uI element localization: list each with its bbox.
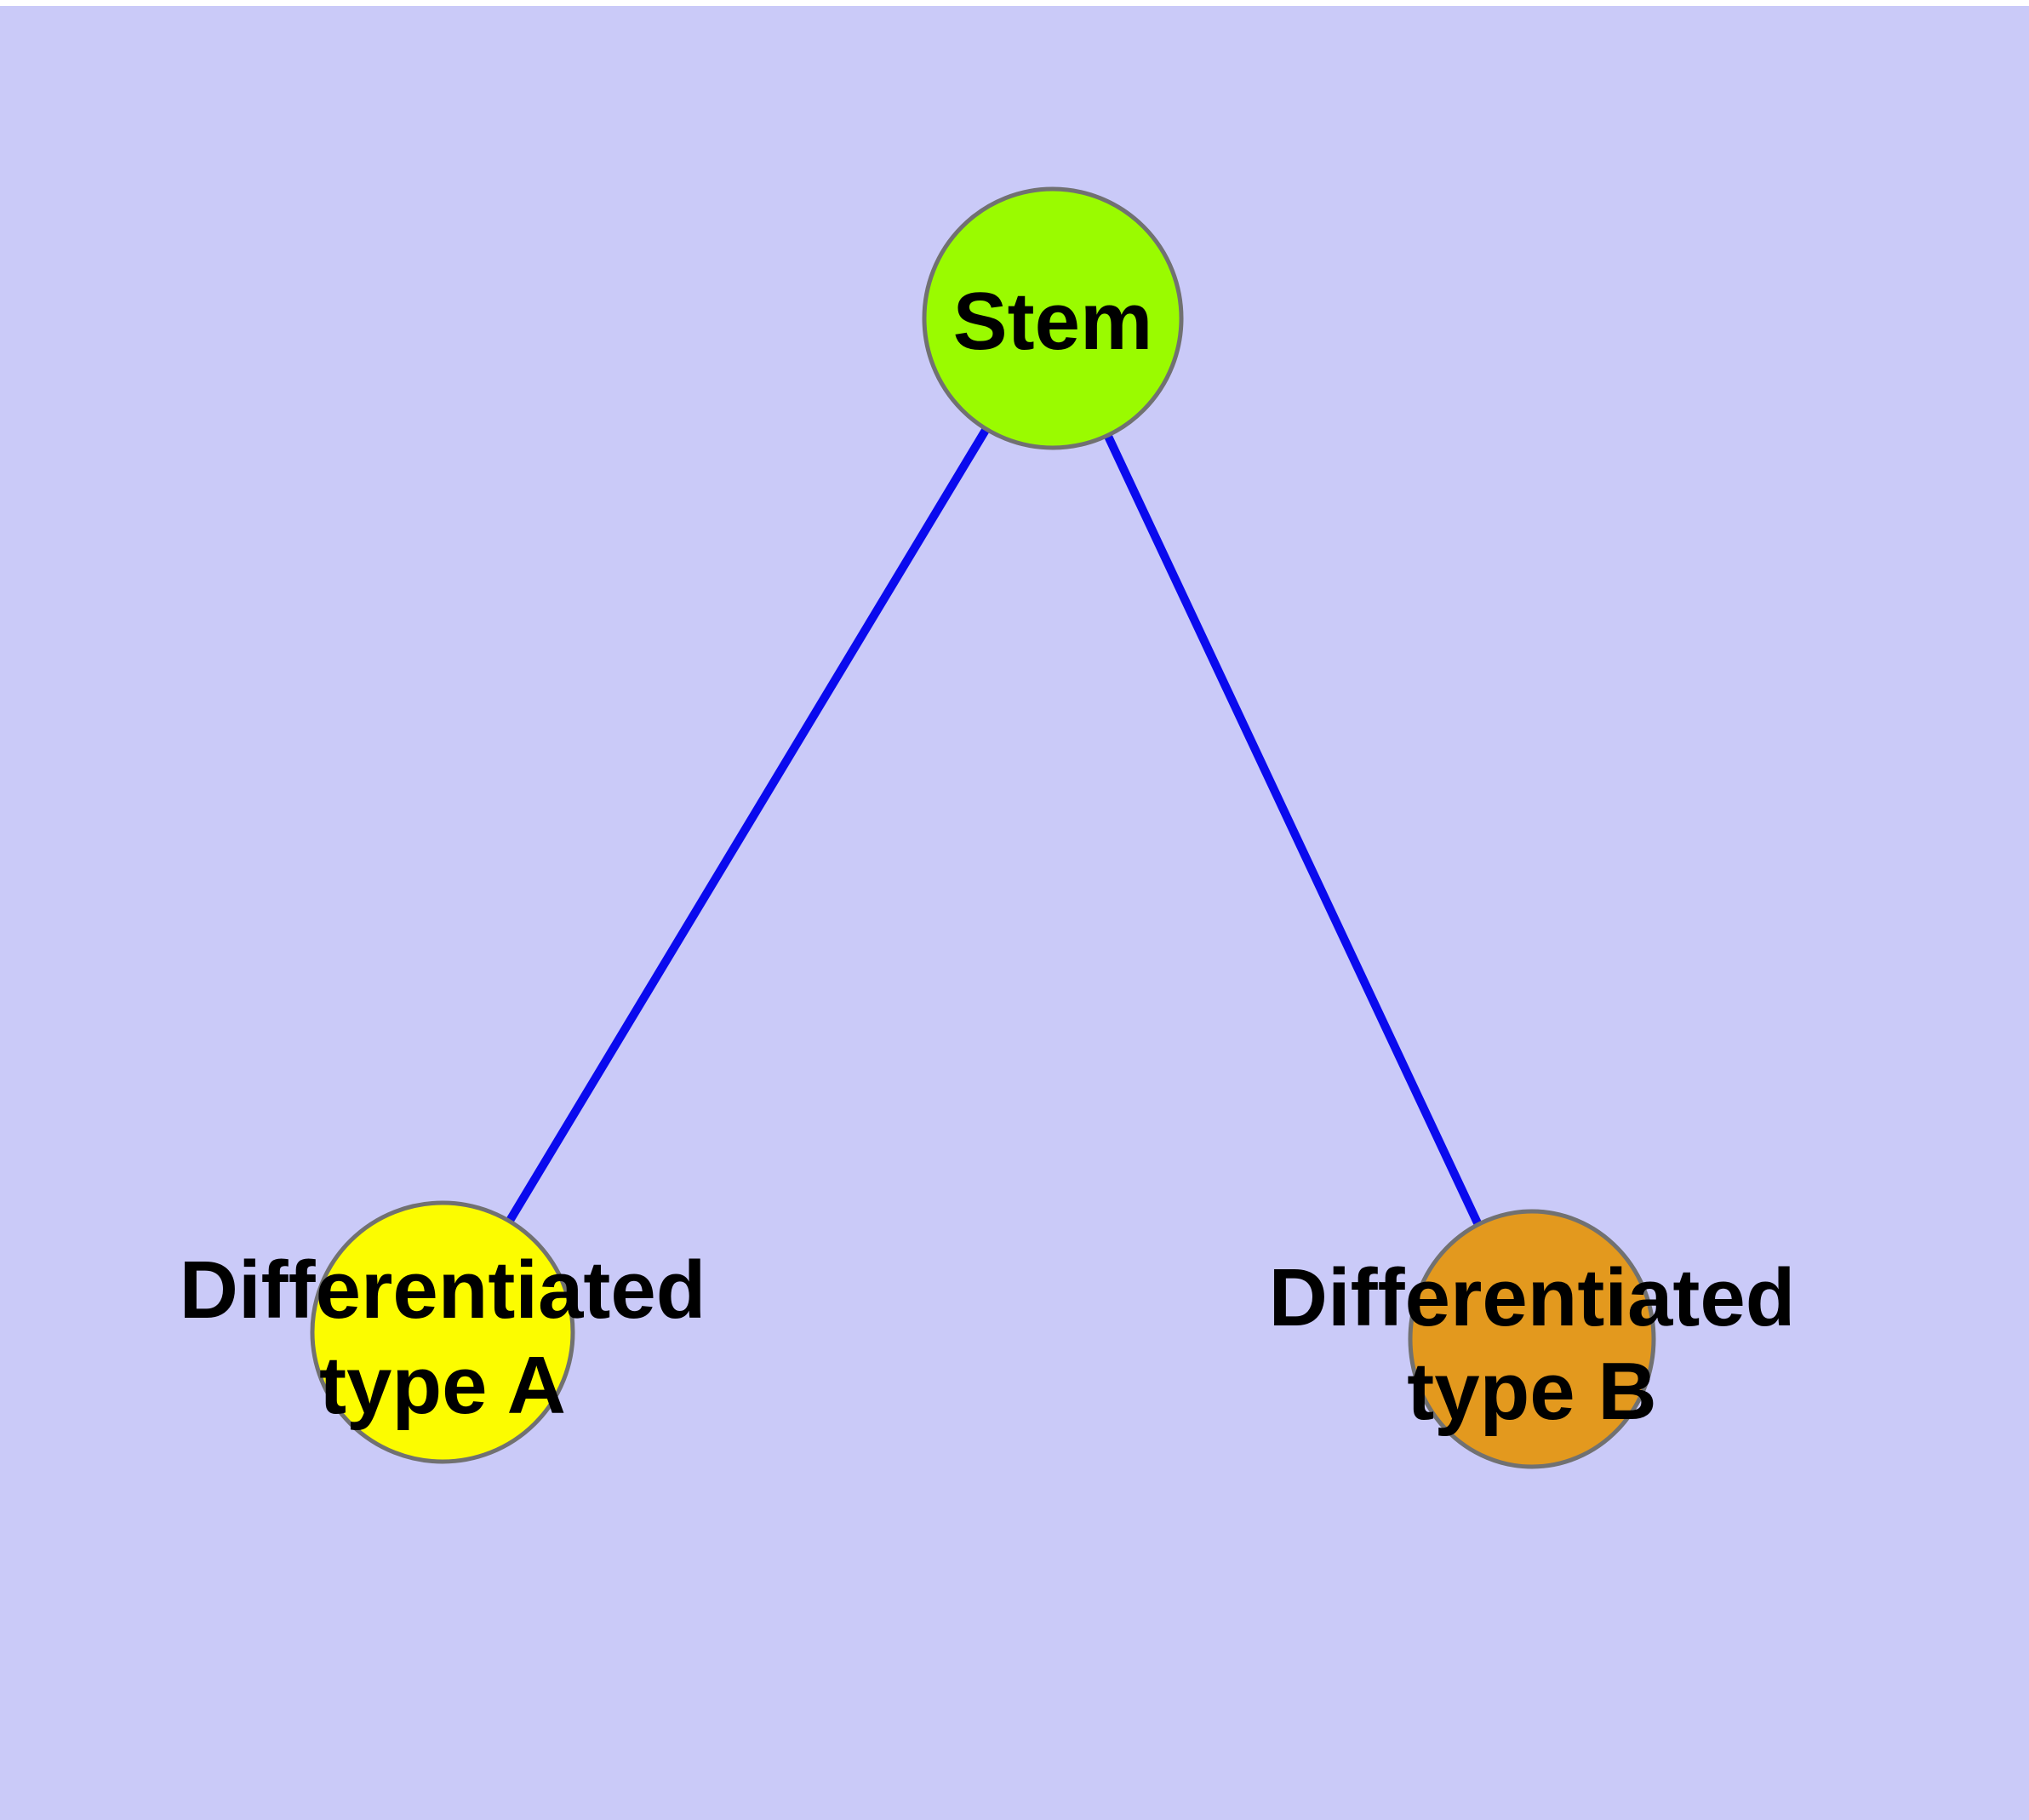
node-differentiated-type-b [1408, 1209, 1656, 1469]
edge-stem-to-type-b [1049, 316, 1536, 1342]
node-type-a-label-line2: type A [319, 1340, 566, 1431]
node-stem [922, 186, 1184, 450]
node-stem-label: Stem [953, 276, 1153, 367]
node-type-b-label-line2: type B [1407, 1346, 1656, 1437]
edge-stem-to-type-a [438, 316, 1057, 1335]
node-type-b-label-line1: Differentiated [1269, 1252, 1796, 1343]
node-type-a-label-line1: Differentiated [180, 1245, 706, 1336]
node-differentiated-type-a [310, 1200, 575, 1464]
